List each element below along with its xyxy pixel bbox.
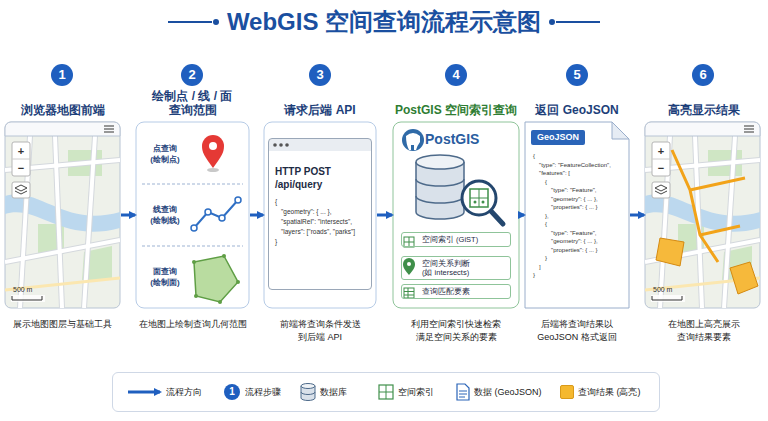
- geojson-document: 返回 GeoJSON后端将查询结果以 GeoJSON 格式返回{"type": …: [525, 122, 629, 308]
- postgis-panel: PostGIS 空间索引查询利用空间索引快速检索 满足空间关系的要素PostGI…: [393, 122, 519, 308]
- highlight-result: [656, 150, 758, 294]
- legend-icons: [128, 384, 469, 401]
- step-heading: PostGIS 空间索引查询: [381, 103, 531, 117]
- step-caption: 前端将查询条件发送 到后端 API: [275, 318, 365, 344]
- query-option: 面查询 (绘制面): [138, 248, 247, 306]
- code-line: "geometry": { ... },: [533, 237, 625, 246]
- logo-text: PostGIS: [425, 131, 479, 147]
- flow-arrow: [630, 214, 644, 217]
- request-panel: [264, 122, 376, 308]
- step-number: 5: [566, 64, 588, 86]
- code-line: {: [533, 178, 625, 187]
- code-line: "features": [: [533, 169, 625, 178]
- legend-text: 流程步骤: [245, 386, 281, 398]
- code-line: "geometry": { ... },: [533, 195, 625, 204]
- step-heading: 返回 GeoJSON: [502, 103, 652, 117]
- node-text: HTTP POST /api/query: [275, 165, 347, 191]
- flow-arrow: [520, 214, 524, 217]
- node-text: 空间关系判断 (如 intersects): [422, 259, 480, 277]
- request-window: HTTP POST /api/query {"geometry": { ... }…: [268, 138, 372, 290]
- code-line: ]: [533, 263, 625, 272]
- code-line: {: [533, 152, 625, 161]
- node-text: GeoJSON: [537, 132, 579, 143]
- diagram-title: WebGIS 空间查询流程示意图: [0, 6, 768, 38]
- query-option: 线查询 (绘制线): [138, 186, 247, 244]
- step-caption: 展示地图图层与基础工具: [0, 318, 128, 331]
- step-number: 2: [181, 64, 203, 86]
- flow-arrow: [250, 214, 263, 217]
- node-text: {: [269, 197, 371, 207]
- node-text: "layers": ["roads", "parks"]: [269, 227, 371, 237]
- step-caption: 在地图上绘制查询几何范围: [128, 318, 258, 331]
- code-line: "type": "Feature",: [533, 186, 625, 195]
- query-option: 点查询 (绘制点): [138, 126, 247, 182]
- node-text: "spatialRel": "intersects",: [269, 217, 371, 227]
- code-line: }: [533, 271, 625, 280]
- legend-text: 数据库: [320, 386, 347, 398]
- legend-step-number: 1: [224, 384, 240, 400]
- step-heading: 请求后端 API: [245, 103, 395, 117]
- step-heading: 绘制点 / 线 / 面 查询范围: [147, 89, 239, 117]
- node-text: }: [269, 237, 371, 247]
- postgis-panel: [393, 122, 519, 308]
- geojson-document: [525, 122, 629, 308]
- node-text: 面查询 (绘制面): [142, 266, 188, 288]
- legend-text: 数据 (GeoJSON): [474, 386, 542, 398]
- zoom-out: −: [658, 163, 664, 174]
- query-step: 查询匹配要素: [401, 284, 511, 299]
- code-line: },: [533, 212, 625, 221]
- legend-text: 空间索引: [398, 386, 434, 398]
- flow-arrow: [377, 214, 392, 217]
- legend-swatch: [560, 385, 574, 399]
- step-number: 4: [445, 64, 467, 86]
- draw-panel: 绘制点 / 线 / 面 查询范围在地图上绘制查询几何范围点查询 (绘制点)线查询…: [136, 122, 249, 308]
- node-text: 线查询 (绘制线): [142, 204, 188, 226]
- code-line: {: [533, 220, 625, 229]
- format-tag: GeoJSON: [531, 130, 585, 145]
- legend-text: 流程方向: [166, 386, 202, 398]
- code-line: "properties": { ... }: [533, 246, 625, 255]
- code-line: "type": "FeatureCollection",: [533, 161, 625, 170]
- node-text: 点查询 (绘制点): [142, 143, 188, 165]
- node-text: 查询匹配要素: [422, 287, 480, 296]
- step-caption: 利用空间索引快速检索 满足空间关系的要素: [406, 318, 506, 344]
- request-panel: 请求后端 API前端将查询条件发送 到后端 APIHTTP POST /api/…: [264, 122, 376, 308]
- code-line: }: [533, 254, 625, 263]
- panel-body: {"type": "FeatureCollection","features":…: [533, 152, 625, 280]
- step-caption: 在地图上高亮展示 查询结果要素: [664, 318, 744, 344]
- map-window: [5, 122, 120, 308]
- query-step: 空间索引 (GiST): [401, 232, 511, 247]
- legend-text: 查询结果 (高亮): [578, 386, 641, 398]
- scale-text: 500 m: [13, 286, 32, 294]
- step-number: 6: [692, 64, 714, 86]
- panel-body: PostGIS: [425, 131, 479, 147]
- zoom-out: −: [18, 163, 24, 174]
- zoom-in: +: [658, 146, 664, 157]
- step-number: 1: [51, 64, 73, 86]
- query-step: 空间关系判断 (如 intersects): [401, 256, 511, 280]
- node-text: 空间索引 (GiST): [422, 235, 480, 244]
- node-text: "geometry": { ... },: [269, 207, 371, 217]
- zoom-in: +: [18, 146, 24, 157]
- step-heading: 浏览器地图前端: [0, 103, 138, 117]
- code-line: "type": "Feature",: [533, 229, 625, 238]
- scale-text: 500 m: [653, 286, 672, 294]
- flow-arrow: [121, 214, 135, 217]
- draw-panel: [136, 122, 249, 308]
- code-line: "properties": { ... }: [533, 203, 625, 212]
- step-caption: 后端将查询结果以 GeoJSON 格式返回: [527, 318, 627, 344]
- step-number: 3: [309, 64, 331, 86]
- step-heading: 高亮显示结果: [629, 103, 768, 117]
